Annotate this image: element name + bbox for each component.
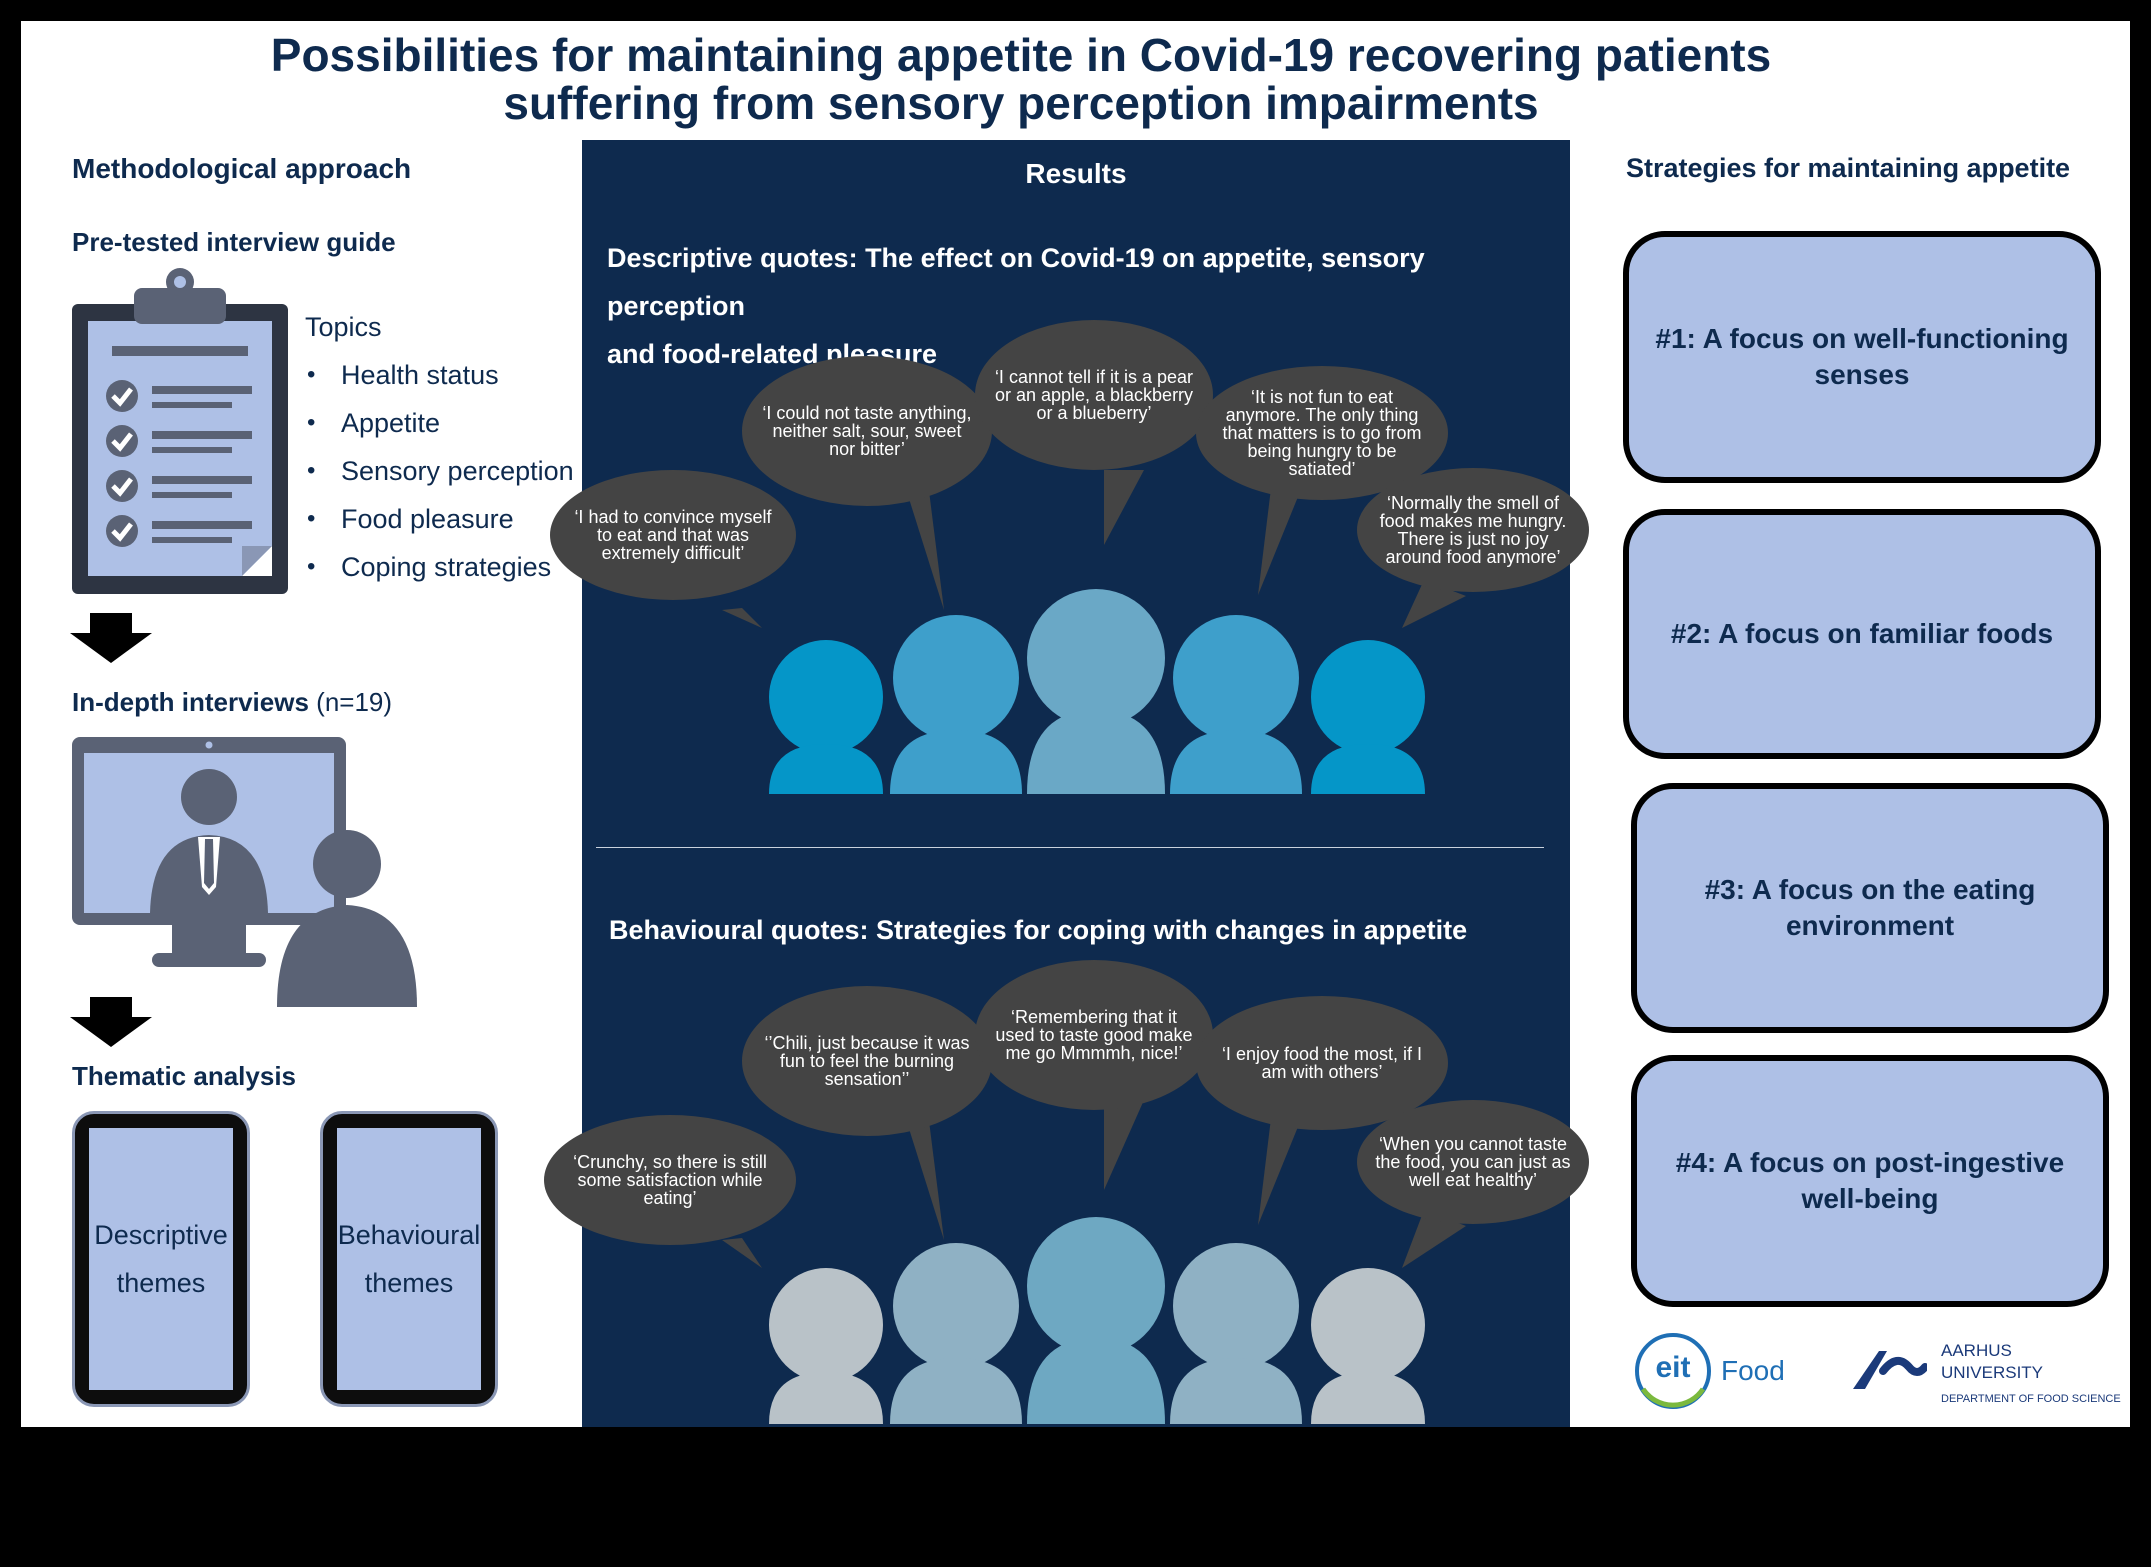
strategy-card: #4: A focus on post-ingestive well-being	[1631, 1055, 2109, 1307]
bubble-tail	[900, 470, 944, 610]
strategy-card: #2: A focus on familiar foods	[1623, 509, 2101, 759]
person-icon	[1027, 1217, 1165, 1424]
people-group-icon	[769, 1217, 1425, 1424]
quote-bubble: ‘I could not taste anything, neither sal…	[742, 356, 992, 506]
divider	[596, 847, 1544, 848]
topic-item: Food pleasure	[305, 495, 605, 543]
poster-title: Possibilities for maintaining appetite i…	[21, 31, 2021, 127]
descriptive-heading: Descriptive quotes: The effect on Covid-…	[607, 234, 1557, 378]
people-group-icon	[769, 589, 1425, 794]
quote-bubble: ‘Remembering that it used to taste good …	[975, 960, 1213, 1110]
quote-bubble: ‘It is not fun to eat anymore. The only …	[1196, 366, 1448, 500]
poster: Possibilities for maintaining appetite i…	[21, 21, 2130, 1427]
person-icon	[1311, 1268, 1425, 1424]
bubble-tail	[1402, 580, 1466, 628]
au-line-3: DEPARTMENT OF FOOD SCIENCE	[1941, 1393, 2121, 1405]
quote-bubble: ‘When you cannot taste the food, you can…	[1357, 1100, 1589, 1224]
method-heading: Methodological approach	[72, 153, 412, 184]
topics-label: Topics	[305, 312, 382, 342]
behavioural-heading: Behavioural quotes: Strategies for copin…	[609, 915, 1468, 945]
person-icon	[1311, 640, 1425, 794]
interviews-count: (n=19)	[316, 687, 393, 717]
results-heading: Results	[1025, 158, 1127, 189]
eit-logo-mark	[1635, 1333, 1711, 1409]
analysis-heading: Thematic analysis	[72, 1061, 296, 1091]
behavioural-themes-card: Behavioural themes	[320, 1111, 498, 1407]
bubble-tail	[1104, 1100, 1144, 1190]
clipboard-icon	[72, 266, 288, 596]
bubble-tail	[1104, 470, 1144, 545]
behavioural-bubble-tails	[722, 1100, 1466, 1268]
person-icon	[890, 1243, 1022, 1424]
theme-line: themes	[364, 1268, 454, 1298]
topics-block: Topics Health status Appetite Sensory pe…	[305, 303, 605, 591]
descriptive-heading-line-1: Descriptive quotes: The effect on Covid-…	[607, 243, 1425, 321]
theme-line: themes	[116, 1268, 206, 1298]
topic-item: Health status	[305, 351, 605, 399]
person-icon	[890, 615, 1022, 794]
theme-line: Descriptive	[94, 1220, 228, 1250]
guide-heading: Pre-tested interview guide	[72, 227, 396, 257]
strategies-heading: Strategies for maintaining appetite	[1626, 153, 2071, 183]
interviews-heading-text: In-depth interviews	[72, 687, 309, 717]
quote-bubble: ‘I cannot tell if it is a pear or an app…	[975, 320, 1213, 470]
down-arrow-icon	[70, 997, 152, 1047]
person-icon	[769, 1268, 883, 1424]
eit-mark-text: eit	[1655, 1351, 1691, 1384]
quote-bubble: ‘’Chili, just because it was fun to feel…	[742, 986, 992, 1136]
topics-list: Health status Appetite Sensory perceptio…	[305, 351, 605, 591]
quote-bubble: ‘Crunchy, so there is still some satisfa…	[544, 1115, 796, 1245]
person-icon	[1170, 615, 1302, 794]
down-arrow-icon	[70, 613, 152, 663]
strategy-card: #3: A focus on the eating environment	[1631, 783, 2109, 1033]
quote-bubble: ‘I had to convince myself to eat and tha…	[550, 470, 796, 600]
topic-item: Appetite	[305, 399, 605, 447]
person-icon	[1170, 1243, 1302, 1424]
theme-line: Behavioural	[337, 1220, 481, 1250]
aarhus-university-logo: AARHUS UNIVERSITY DEPARTMENT OF FOOD SCI…	[1851, 1337, 2130, 1417]
bubble-tail	[900, 1100, 944, 1240]
person-icon	[769, 640, 883, 794]
au-logo-mark	[1853, 1351, 1927, 1389]
quote-bubble: ‘I enjoy food the most, if I am with oth…	[1196, 996, 1448, 1130]
title-line-2: suffering from sensory perception impair…	[503, 77, 1539, 129]
results-panel: Results Descriptive quotes: The effect o…	[544, 140, 1589, 1427]
title-line-1: Possibilities for maintaining appetite i…	[270, 29, 1772, 81]
quote-bubble: ‘Normally the smell of food makes me hun…	[1357, 468, 1589, 592]
interviews-heading: In-depth interviews (n=19)	[72, 687, 392, 718]
descriptive-bubble-tails	[722, 470, 1466, 628]
bubble-tail	[722, 608, 762, 628]
strategy-card: #1: A focus on well-functioning senses	[1623, 231, 2101, 483]
bubble-tail	[722, 1238, 762, 1268]
au-line-2: UNIVERSITY	[1941, 1363, 2044, 1382]
behavioural-themes-text: Behavioural themes	[337, 1128, 481, 1390]
descriptive-themes-card: Descriptive themes	[72, 1111, 250, 1407]
bubble-tail	[1258, 1110, 1304, 1225]
person-icon	[1027, 589, 1165, 794]
video-interview-icon	[72, 737, 432, 1009]
eit-food-logo: eit Food	[1631, 1329, 1831, 1409]
bubble-tail	[1402, 1210, 1466, 1268]
descriptive-themes-text: Descriptive themes	[89, 1128, 233, 1390]
topic-item: Coping strategies	[305, 543, 605, 591]
topic-item: Sensory perception	[305, 447, 605, 495]
eit-food-text: Food	[1721, 1355, 1785, 1386]
au-line-1: AARHUS	[1941, 1341, 2012, 1360]
bubble-tail	[1258, 480, 1304, 595]
